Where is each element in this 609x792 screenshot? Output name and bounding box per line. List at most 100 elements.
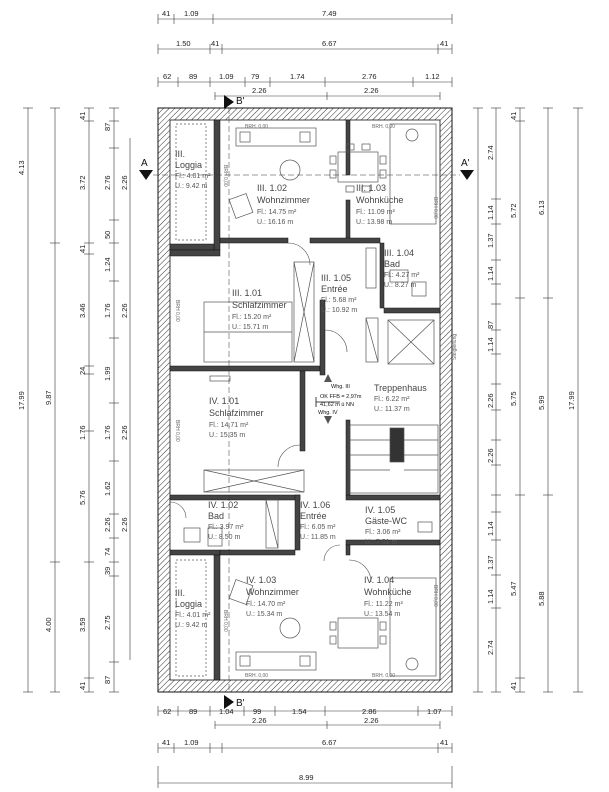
section-a-prime-arrow [460, 170, 474, 180]
dim-label: 1.74 [290, 72, 305, 81]
brh-label: BRH 0,00 [432, 197, 438, 219]
dim-label: 62 [163, 72, 171, 81]
room-perimeter: U.: 16.16 m [257, 219, 293, 226]
dim-label: 2.26 [252, 86, 267, 95]
dim-label: 4.00 [44, 617, 53, 632]
section-b-bottom-label: B' [236, 698, 245, 709]
room-area: Fl.: 3.06 m² [365, 529, 401, 536]
room-name: Bad [208, 511, 224, 521]
section-markers: A A' B' B' [139, 95, 474, 709]
room-name: Loggia [175, 160, 202, 170]
dim-label: 2.74 [486, 145, 495, 160]
dim-label: 3.46 [78, 303, 87, 318]
dim-label: 2.75 [103, 615, 112, 630]
dim-label: 41 [509, 112, 518, 120]
dim-label: 2.26 [120, 303, 129, 318]
dim-label: 1.76 [78, 425, 87, 440]
dim-label: 74 [103, 548, 112, 556]
dim-label: 2.26 [120, 517, 129, 532]
room-area: Fl.: 6.22 m² [374, 396, 410, 403]
section-b-top-arrow [224, 95, 234, 109]
room-perimeter: U.: 11.37 m [374, 406, 410, 413]
dim-label: 2.26 [486, 448, 495, 463]
level-top: Whg. III [331, 384, 350, 390]
brh-labels: BRH. 0,00 BRH. 0,00 BRH. 0,00 BRH. 0,00 … [174, 124, 458, 679]
level-marker: Whg. III OK FFB = 2,97m 41,62 m ü NN Whg… [315, 374, 362, 424]
room-name: Loggia [175, 599, 202, 609]
dim-label: 3.59 [78, 617, 87, 632]
dim-label: 41 [162, 738, 170, 747]
room-name: Schlafzimmer [232, 300, 287, 310]
dim-label: 41 [78, 112, 87, 120]
dim-label: 50 [103, 231, 112, 239]
dim-label: 1.24 [103, 257, 112, 272]
dim-label: 2.26 [486, 393, 495, 408]
brh-label: BRH. 0,00 [372, 673, 395, 679]
room-name: Wohnküche [356, 195, 403, 205]
dim-label: 89 [189, 707, 197, 716]
room-area: Fl.: 15.20 m² [232, 314, 272, 321]
level-line1: OK FFB = 2,97m [320, 394, 362, 400]
room-perimeter: U.: 8.27 m [384, 282, 416, 289]
dim-label: 1.99 [103, 366, 112, 381]
dim-label: 17.99 [567, 391, 576, 410]
dim-label: 5.75 [509, 391, 518, 406]
dim-label: 2.26 [120, 425, 129, 440]
bottom-dimension-labels: 62 89 1.04 99 1.54 2.86 1.07 2.26 2.26 4… [162, 707, 448, 782]
section-b-bottom-arrow [224, 695, 234, 709]
dim-label: 2.26 [120, 175, 129, 190]
dim-label: 2.86 [362, 707, 377, 716]
dim-label: 2.76 [362, 72, 377, 81]
room-code: IV. 1.02 [208, 500, 238, 510]
level-bottom: Whg. IV [318, 410, 338, 416]
room-area: Fl.: 3.97 m² [208, 524, 244, 531]
dim-label: 2.26 [103, 517, 112, 532]
dim-label: 41 [440, 39, 448, 48]
dim-label: 41 [440, 738, 448, 747]
room-code: III. 1.05 [321, 273, 351, 283]
room-perimeter: U.: 15.35 m [209, 432, 245, 439]
room-perimeter: U.: 13.98 m [356, 219, 392, 226]
dim-label: 2.76 [103, 175, 112, 190]
dim-label: 2.26 [364, 716, 379, 725]
room-area: Fl.: 14.71 m² [209, 422, 249, 429]
dim-label: 1.04 [219, 707, 234, 716]
dim-label: 1.76 [103, 425, 112, 440]
left-dimensions [23, 107, 131, 693]
room-area: Fl.: 4.27 m² [384, 272, 420, 279]
room-perimeter: U.: 9.42 m [175, 622, 207, 629]
brh-label: BRH 0,00 [174, 420, 180, 442]
room-area: Fl.: 14.75 m² [257, 209, 297, 216]
dim-label: 5.72 [509, 203, 518, 218]
dim-label: 41 [509, 682, 518, 690]
room-perimeter: U.: 15.71 m [232, 324, 268, 331]
room-code: IV. 1.01 [209, 396, 239, 406]
room-perimeter: U.: 10.92 m [321, 307, 357, 314]
bottom-dimensions [157, 706, 453, 788]
dim-label: 87 [103, 123, 112, 131]
dim-label: 2.26 [364, 86, 379, 95]
room-area: Fl.: 6.05 m² [300, 524, 336, 531]
dim-label: 62 [163, 707, 171, 716]
brh-label: BRH. 0,00 [245, 124, 268, 130]
dim-label: 4.13 [17, 160, 26, 175]
dim-label: 6.67 [322, 738, 337, 747]
room-name: Bad [384, 259, 400, 269]
room-code: III. 1.02 [257, 183, 287, 193]
room-name: Gäste-WC [365, 516, 408, 526]
room-code: III. 1.01 [232, 288, 262, 298]
dim-label: 1.09 [184, 738, 199, 747]
shaft-label: Steigleitung [452, 334, 458, 360]
dim-label: 89 [189, 72, 197, 81]
room-perimeter: U.: 13.54 m [364, 611, 400, 618]
dim-label: 1.14 [486, 521, 495, 536]
dim-label: 1.54 [292, 707, 307, 716]
room-name: Wohnzimmer [246, 587, 299, 597]
room-name: Treppenhaus [374, 383, 427, 393]
dim-label: 5.99 [537, 395, 546, 410]
room-code: III. 1.04 [384, 248, 414, 258]
brh-label: BRH. 0,00 [245, 673, 268, 679]
room-code: III. 1.03 [356, 183, 386, 193]
dim-label: 1.14 [486, 589, 495, 604]
